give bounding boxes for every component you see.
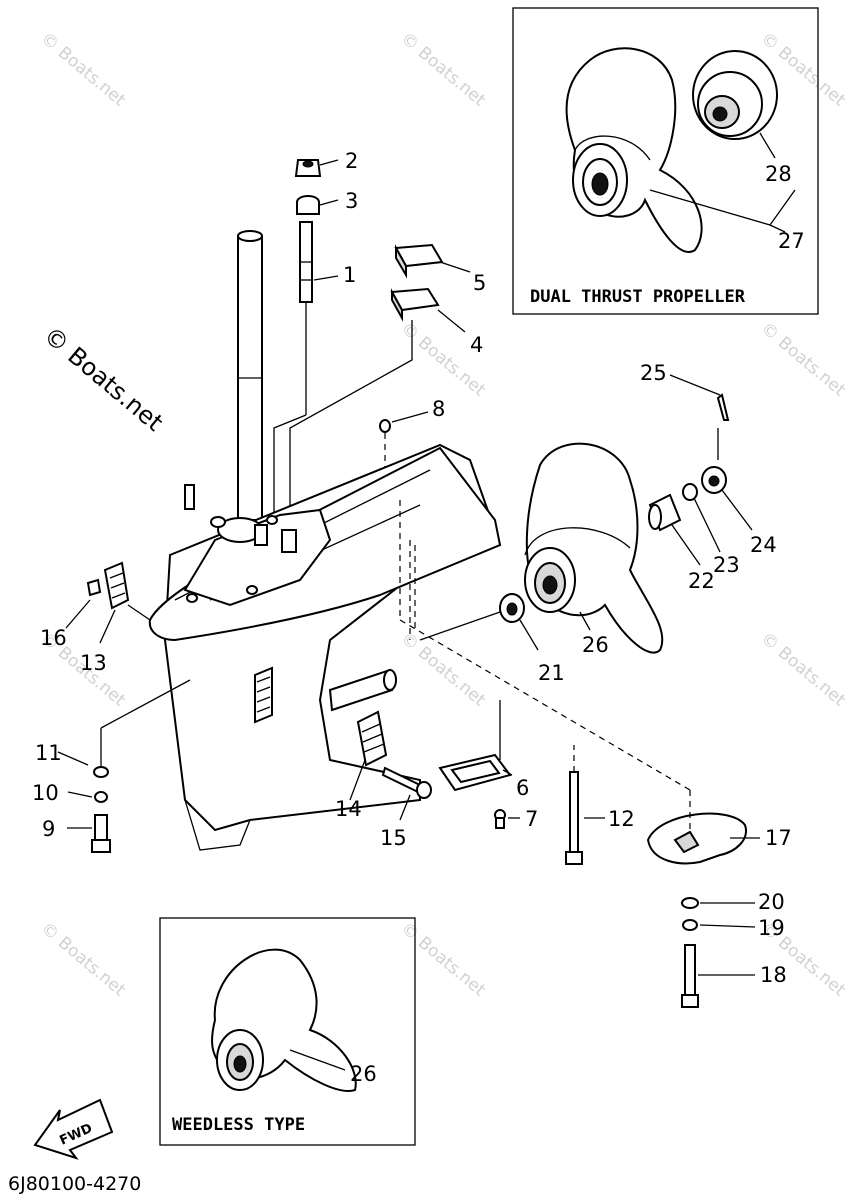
parts-9-11 xyxy=(57,679,191,853)
dual-thrust-propeller xyxy=(565,47,703,253)
part-6-cover xyxy=(438,700,520,829)
watermark: © Boats.net xyxy=(397,919,490,1001)
callout-1: 1 xyxy=(343,263,356,287)
callout-10: 10 xyxy=(32,781,59,805)
callout-16: 16 xyxy=(40,626,67,650)
callout-20: 20 xyxy=(758,890,785,914)
callout-labels: 1 2 3 4 5 6 7 8 9 10 11 12 13 14 15 16 1… xyxy=(32,149,792,987)
copyright-text: © Boats.net xyxy=(38,321,168,437)
label-27: 27 xyxy=(778,229,805,253)
callout-6: 6 xyxy=(516,776,529,800)
watermark: © Boats.net xyxy=(397,319,490,401)
callout-23: 23 xyxy=(713,553,740,577)
callout-4: 4 xyxy=(470,333,483,357)
dual-thrust-title: DUAL THRUST PROPELLER xyxy=(530,287,746,307)
callout-26: 26 xyxy=(582,633,609,657)
callout-5: 5 xyxy=(473,271,486,295)
dual-thrust-hub xyxy=(692,50,778,140)
callout-2: 2 xyxy=(345,149,358,173)
watermark: © Boats.net xyxy=(397,629,490,711)
callout-12: 12 xyxy=(608,807,635,831)
propeller-assembly xyxy=(419,374,753,654)
callout-3: 3 xyxy=(345,189,358,213)
watermark: © Boats.net xyxy=(397,29,490,111)
callout-11: 11 xyxy=(35,741,62,765)
callout-13: 13 xyxy=(80,651,107,675)
part-12-bolt xyxy=(565,745,605,865)
fwd-arrow-icon: FWD xyxy=(33,1098,114,1160)
diagram-code: 6J80100-4270 xyxy=(8,1173,141,1195)
water-intake-grill xyxy=(254,666,273,724)
watermark: © Boats.net xyxy=(757,319,850,401)
part-13-grill xyxy=(65,561,151,644)
weedless-inset: 26 WEEDLESS TYPE xyxy=(159,917,416,1146)
callout-25: 25 xyxy=(640,361,667,385)
callout-18: 18 xyxy=(760,963,787,987)
label-26-weedless: 26 xyxy=(350,1062,377,1086)
callout-15: 15 xyxy=(380,826,407,850)
dual-thrust-inset: 28 27 DUAL THRUST PROPELLER xyxy=(512,7,819,315)
callout-14: 14 xyxy=(335,797,362,821)
callout-9: 9 xyxy=(42,817,55,841)
watermark: © Boats.net xyxy=(757,629,850,711)
watermark: © Boats.net xyxy=(37,919,130,1001)
callout-24: 24 xyxy=(750,533,777,557)
callout-7: 7 xyxy=(525,807,538,831)
part-14-grill xyxy=(349,710,432,821)
lower-unit-housing xyxy=(148,159,691,851)
callout-21: 21 xyxy=(538,661,565,685)
callout-22: 22 xyxy=(688,569,715,593)
callout-8: 8 xyxy=(432,397,445,421)
callout-19: 19 xyxy=(758,916,785,940)
weedless-title: WEEDLESS TYPE xyxy=(172,1115,305,1135)
part-17-anode xyxy=(646,790,760,1008)
callout-17: 17 xyxy=(765,826,792,850)
watermark: © Boats.net xyxy=(37,29,130,111)
label-28: 28 xyxy=(765,162,792,186)
